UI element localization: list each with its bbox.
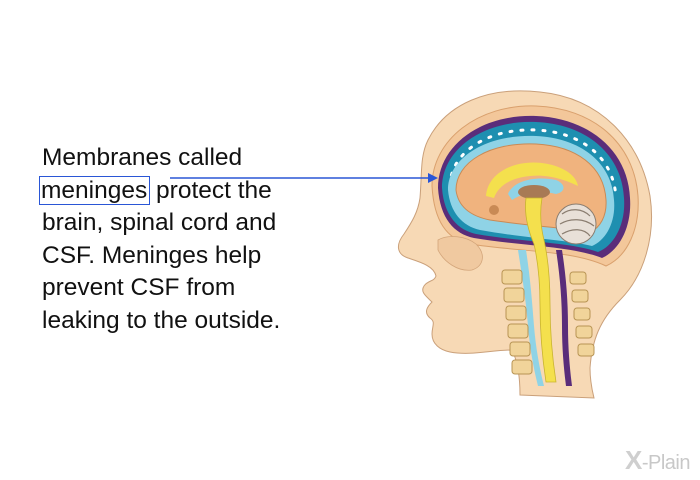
caption-line-4: CSF. Meninges help (42, 241, 262, 269)
caption-line-6: leaking to the outside. (42, 306, 281, 334)
thalamus (518, 185, 550, 199)
caption-line-2-rest: protect the (149, 176, 272, 204)
spinal-cord (525, 197, 557, 383)
vertebrae (501, 269, 595, 375)
spinal-dura (556, 250, 572, 386)
x-plain-logo: X-Plain (625, 445, 690, 476)
pituitary (489, 205, 499, 215)
nasal-cavity (437, 236, 483, 271)
caption-line-3: brain, spinal cord and (42, 209, 277, 236)
logo-text: -Plain (641, 452, 691, 474)
caption-line-5: prevent CSF from (42, 274, 236, 301)
cerebellum (555, 203, 597, 245)
spinal-csf (518, 250, 544, 386)
caption-line-2: meninges protect the (38, 175, 342, 208)
corpus-callosum (486, 162, 578, 198)
caption-line-1: Membranes called (42, 144, 243, 171)
meninges-highlight: meninges (38, 175, 151, 205)
caption-text: Membranes called meninges protect the br… (38, 142, 342, 337)
logo-mark: X (625, 445, 642, 475)
